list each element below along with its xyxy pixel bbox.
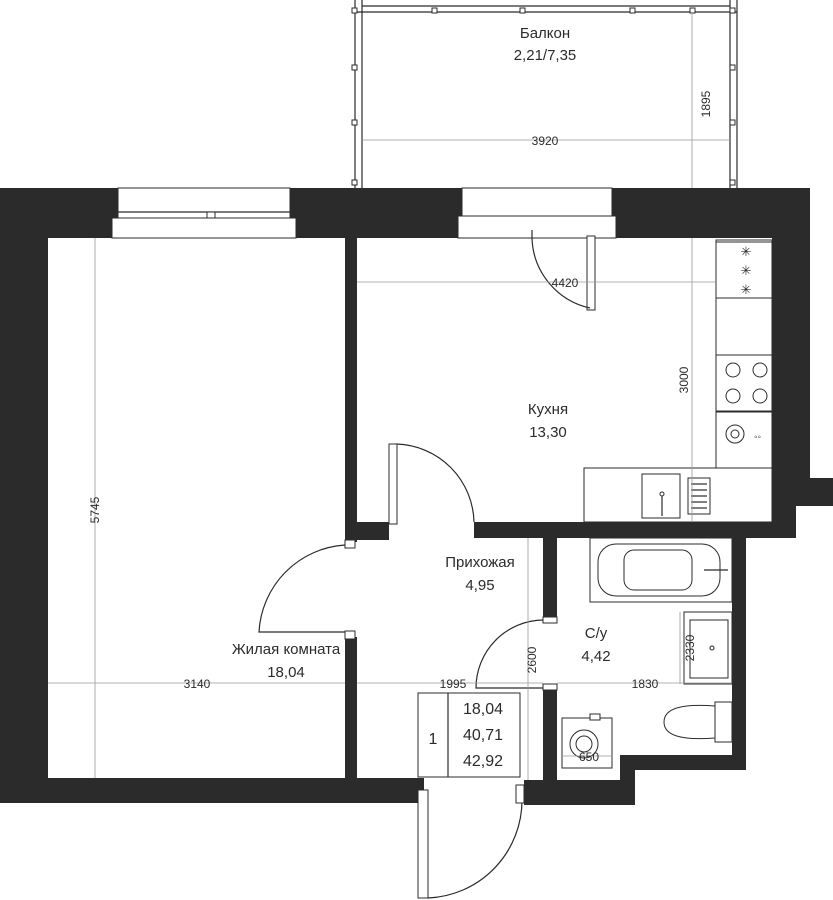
hallway-area: 4,95 — [465, 577, 494, 594]
balcony-depth-label: 1895 — [699, 90, 713, 117]
cooktop-icon: ✳ ✳ ✳ — [715, 241, 773, 299]
window-living — [111, 187, 297, 239]
bathroom-depth-label: 2330 — [683, 634, 697, 661]
living-depth-label: 5745 — [88, 496, 102, 523]
walls — [0, 188, 833, 805]
kitchen-width-label: 4420 — [552, 276, 579, 290]
hallway-name: Прихожая — [445, 554, 515, 571]
stove-icon — [715, 354, 773, 412]
area-summary-box — [417, 692, 521, 778]
living-area-total: 18,04 — [463, 701, 503, 718]
living-room-name: Жилая комната — [232, 641, 341, 658]
kitchen-depth-label: 3000 — [677, 366, 691, 393]
svg-text:✳: ✳ — [741, 263, 752, 278]
living-width-label: 3140 — [184, 677, 211, 691]
dimension-lines — [48, 238, 732, 780]
total-area: 40,71 — [463, 727, 503, 744]
living-room-area: 18,04 — [267, 664, 305, 681]
kitchen-fixtures: ✳ ✳ ✳ ◦◦ — [583, 239, 773, 523]
svg-text:◦◦: ◦◦ — [754, 432, 761, 443]
balcony-area: 2,21/7,35 — [514, 47, 577, 64]
bathroom-name: С/у — [585, 625, 608, 642]
window-kitchen — [457, 187, 617, 239]
door-kitchen — [388, 443, 475, 525]
kitchen-area: 13,30 — [529, 424, 567, 441]
hallway-depth-label: 2600 — [525, 646, 539, 673]
door-living — [258, 539, 356, 640]
kitchen-name: Кухня — [528, 401, 568, 418]
balcony-width-label: 3920 — [532, 134, 559, 148]
rooms-count: 1 — [429, 731, 438, 748]
bathroom-width-label: 1830 — [632, 677, 659, 691]
door-balcony — [531, 230, 596, 311]
entrance-door — [417, 784, 525, 899]
washer-width-label: 650 — [579, 750, 599, 764]
balcony-name: Балкон — [520, 25, 570, 42]
bathtub-icon — [589, 537, 733, 603]
svg-text:✳: ✳ — [741, 244, 752, 259]
total-area-with-balcony: 42,92 — [463, 753, 503, 770]
washbasin-icon — [683, 611, 733, 685]
balcony — [351, 0, 738, 190]
bathroom-area: 4,42 — [581, 648, 610, 665]
dishwasher-icon: ◦◦ — [715, 411, 773, 469]
drainboard-icon — [687, 477, 711, 515]
washing-machine-icon — [561, 713, 613, 769]
kitchen-sink-icon — [641, 473, 681, 519]
door-bathroom — [475, 616, 558, 691]
bathroom-fixtures — [561, 537, 733, 769]
balcony-railing-posts — [351, 7, 736, 186]
toilet-icon — [663, 701, 733, 743]
hallway-width-label: 1995 — [440, 677, 467, 691]
svg-text:✳: ✳ — [741, 282, 752, 297]
